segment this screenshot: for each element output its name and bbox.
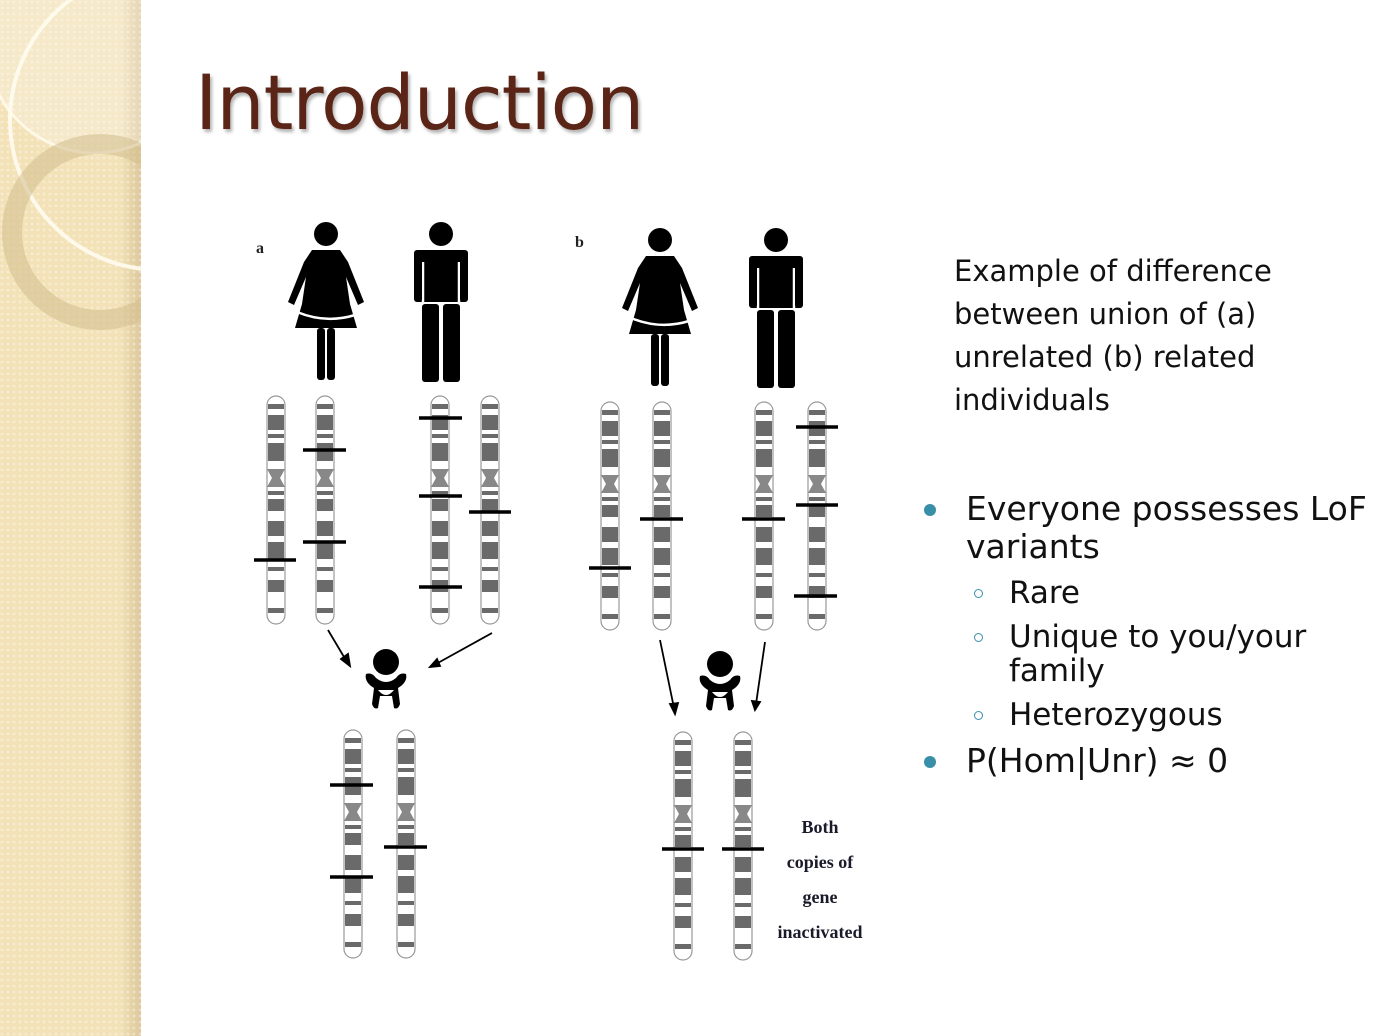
both-copies-annotation: Both copies of gene inactivated bbox=[777, 817, 863, 942]
figure-caption: Example of difference between union of (… bbox=[954, 254, 1272, 417]
bullet-list: Everyone possesses LoF variants Rare Uni… bbox=[920, 490, 1380, 786]
sub-bullet-text: Unique to you/your family bbox=[1009, 619, 1307, 689]
sub-bullet-text: Rare bbox=[1009, 575, 1080, 611]
panel-a-label: a bbox=[256, 240, 264, 257]
figure-graphics bbox=[254, 220, 838, 961]
bullet-item: P(Hom|Unr) ≈ 0 bbox=[920, 742, 1380, 780]
sub-bullet-ring-icon bbox=[974, 711, 983, 720]
panel-b-label: b bbox=[575, 234, 584, 251]
bullet-text: Everyone possesses LoF variants bbox=[966, 489, 1367, 566]
slide-title: Introduction bbox=[195, 58, 644, 147]
sub-bullet-ring-icon bbox=[974, 633, 983, 642]
sub-bullet-item: Unique to you/your family bbox=[920, 620, 1380, 688]
decorative-sidebar bbox=[0, 0, 141, 1036]
sub-bullet-ring-icon bbox=[974, 589, 983, 598]
sub-bullet-item: Heterozygous bbox=[920, 698, 1380, 732]
bullet-dot-icon bbox=[924, 756, 936, 768]
bullet-dot-icon bbox=[924, 504, 936, 516]
sub-bullet-text: Heterozygous bbox=[1009, 697, 1223, 733]
sub-bullet-item: Rare bbox=[920, 576, 1380, 610]
bullet-text: P(Hom|Unr) ≈ 0 bbox=[966, 741, 1229, 780]
bullet-item: Everyone possesses LoF variants bbox=[920, 490, 1380, 566]
decorative-circles-icon bbox=[0, 0, 141, 330]
inheritance-figure: a b bbox=[240, 210, 890, 980]
